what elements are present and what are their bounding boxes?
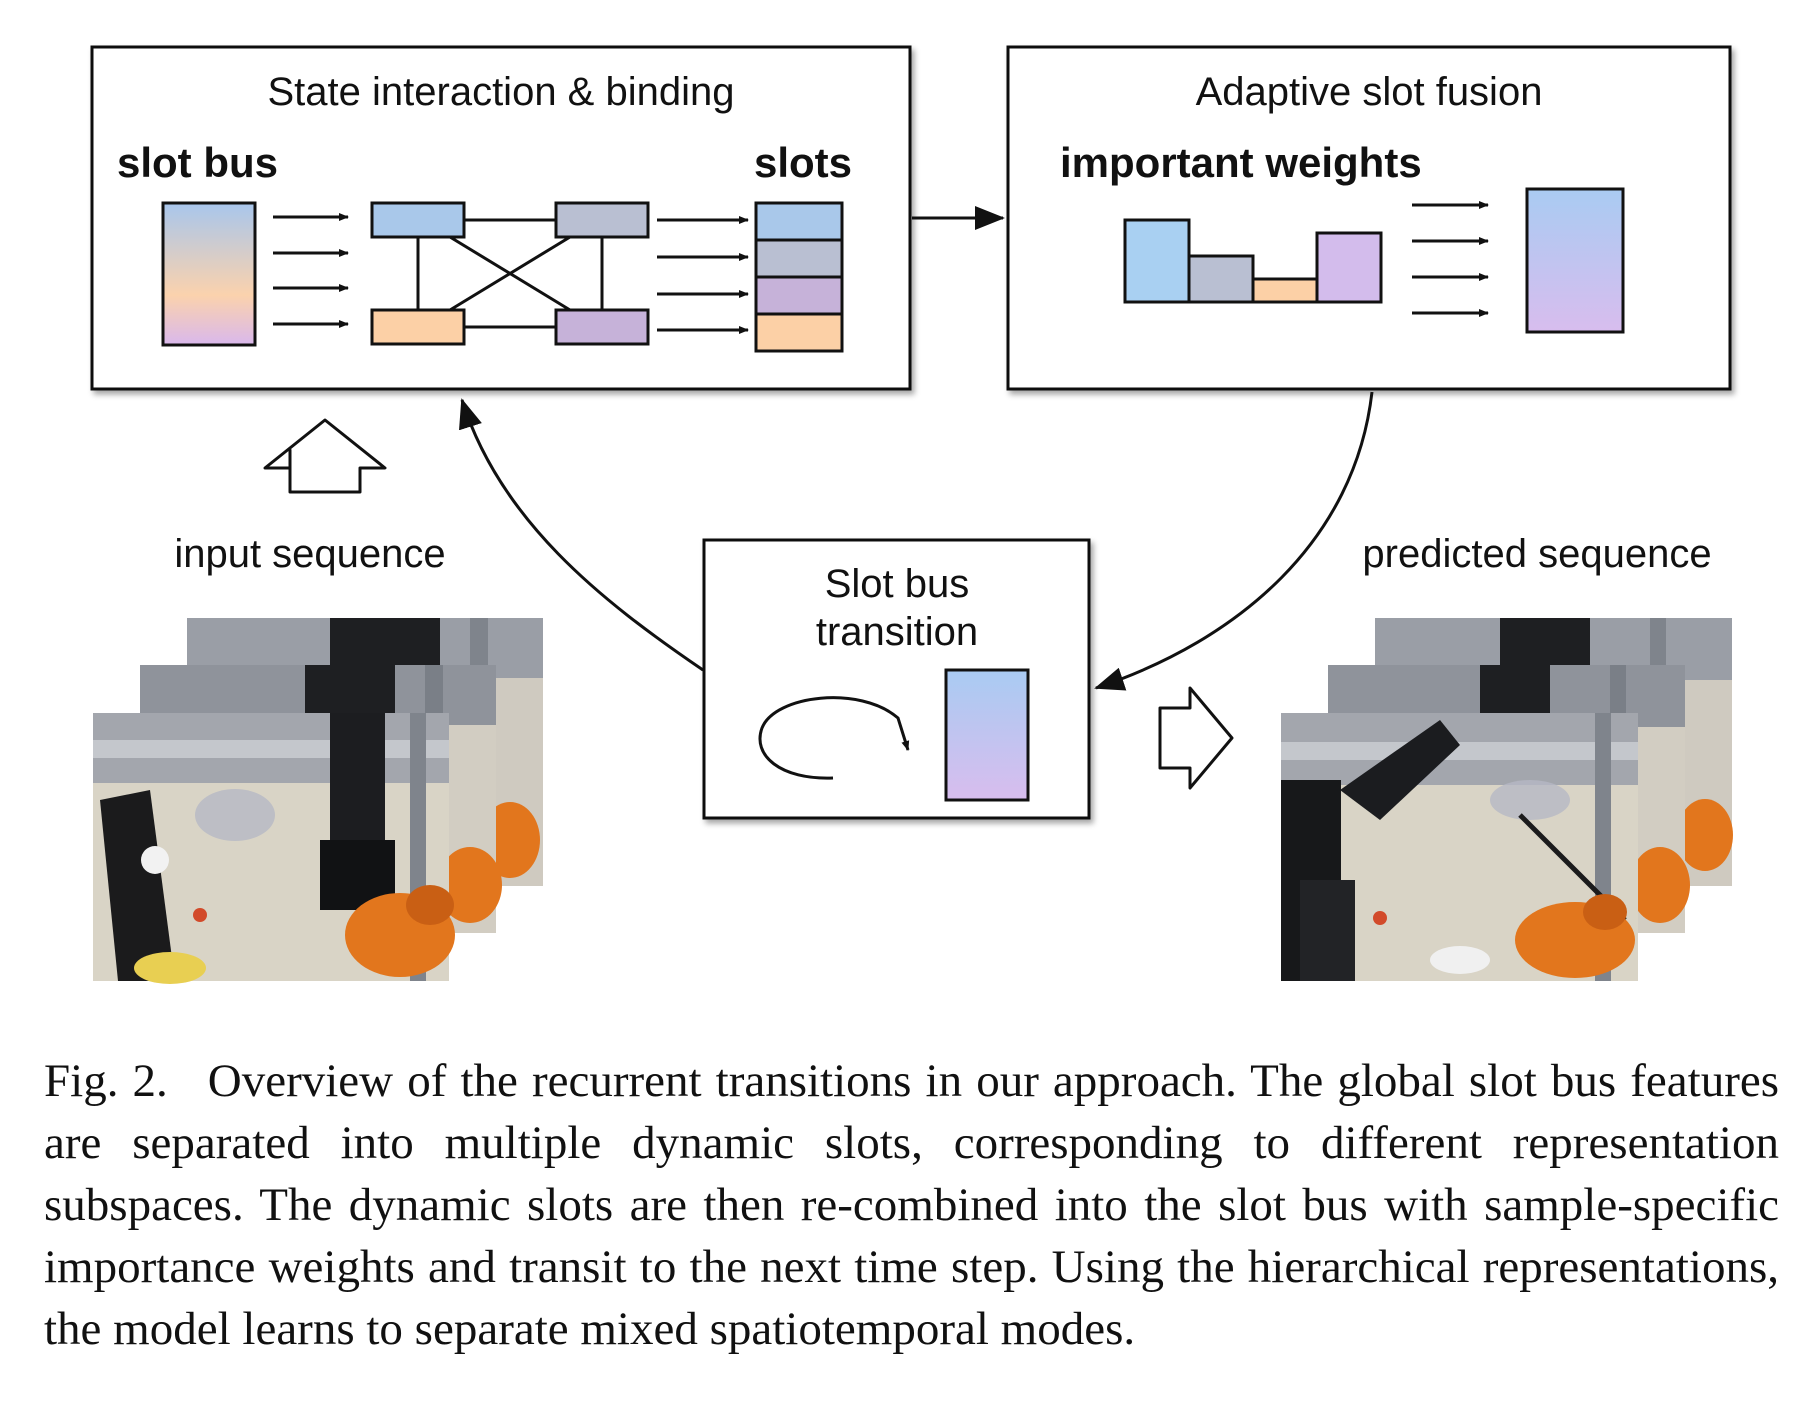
transition-to-interaction-arc	[459, 398, 704, 672]
bind-arrows	[657, 216, 749, 334]
input-frame-1	[93, 713, 455, 984]
caption-text: Overview of the recurrent transitions in…	[44, 1055, 1779, 1355]
weight-bar-gray	[1187, 254, 1255, 304]
slot-node-gray	[554, 201, 650, 239]
fusion-to-transition-arc	[1094, 391, 1374, 691]
recurrence-loop-icon	[758, 696, 910, 780]
slot-bus-label: slot bus	[117, 139, 278, 186]
input-frames-stack	[93, 618, 543, 984]
slot-fusion-panel: Adaptive slot fusion important weights	[1006, 45, 1732, 391]
slots-label: slots	[754, 139, 852, 186]
fused-slot-bus-block	[1525, 187, 1625, 334]
figure-label: Fig. 2.	[44, 1055, 168, 1107]
input-sequence-label: input sequence	[174, 532, 445, 576]
weight-bar-blue	[1123, 218, 1191, 304]
slot-interaction-graph	[370, 201, 650, 346]
fusion-arrows	[1412, 201, 1489, 317]
split-arrows	[273, 213, 349, 328]
transition-panel: Slot bus transition	[702, 538, 1091, 820]
slot-node-blue	[370, 201, 466, 239]
slots-stack	[754, 201, 844, 353]
input-up-arrow-icon	[263, 418, 387, 494]
slot-node-peach	[370, 308, 466, 346]
state-interaction-title: State interaction & binding	[268, 70, 735, 114]
transition-slot-bus-block	[944, 668, 1030, 802]
state-interaction-panel: State interaction & binding slot bus slo…	[90, 45, 912, 391]
transition-title-line2: transition	[816, 610, 978, 654]
slot-node-purple	[554, 308, 650, 346]
importance-weights-bars	[1123, 218, 1383, 304]
output-right-arrow-icon	[1158, 686, 1234, 790]
slot-fusion-title: Adaptive slot fusion	[1196, 70, 1543, 114]
weight-bar-peach	[1251, 277, 1319, 304]
predicted-frames-stack	[1281, 618, 1733, 981]
predicted-sequence-label: predicted sequence	[1362, 532, 1711, 576]
weight-bar-purple	[1315, 231, 1383, 304]
slot-bus-block	[161, 201, 257, 347]
predicted-frame-1	[1281, 713, 1638, 981]
overview-diagram: State interaction & binding slot bus slo…	[90, 45, 1733, 984]
important-weights-label: important weights	[1060, 139, 1422, 186]
transition-title-line1: Slot bus	[825, 562, 970, 606]
figure-caption: Fig. 2.Overview of the recurrent transit…	[44, 1050, 1779, 1360]
